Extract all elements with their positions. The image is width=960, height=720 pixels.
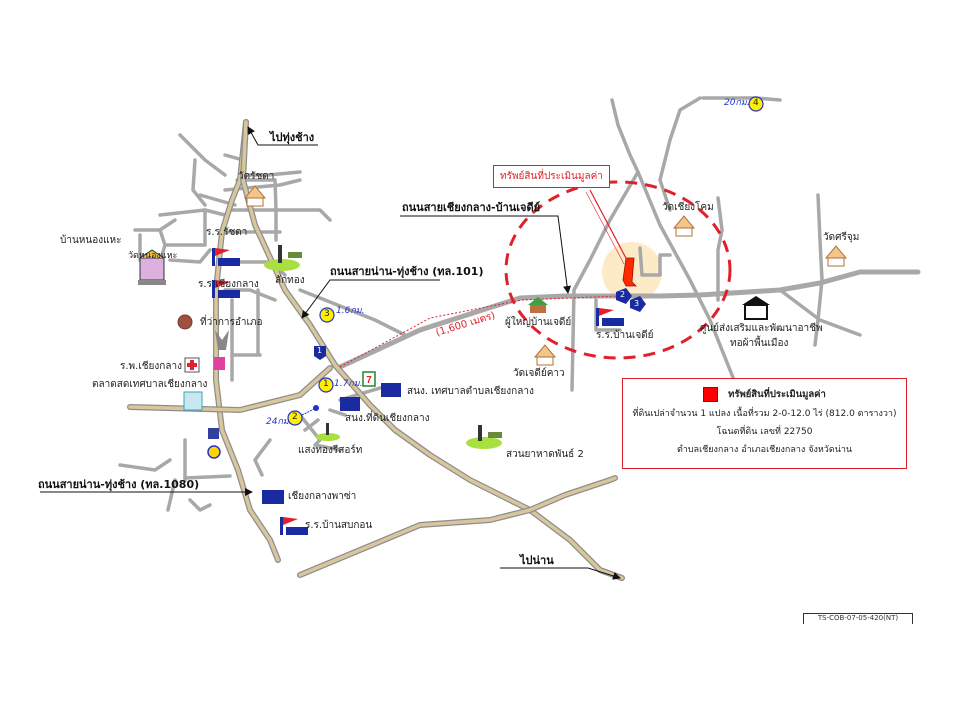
to-thung-chang-label: ไปทุ่งช้าง — [270, 131, 315, 144]
arrow-to-thung-chang — [247, 126, 270, 146]
place-district-office: ที่ว่าการอำเภอ — [200, 317, 263, 328]
marker-3-number: 3 — [324, 309, 330, 319]
place-wat-sri-yom: วัดศรีจุม — [823, 232, 860, 243]
marker-2-number: 2 — [292, 412, 298, 422]
place-village-head: ผู้ใหญ่บ้านเจดีย์ — [505, 317, 572, 328]
district-seal-icon — [177, 314, 193, 330]
ban-chedi-road — [337, 269, 921, 370]
temple-icon — [243, 185, 848, 366]
marker-2-distance: 24กม. — [266, 417, 292, 427]
garden-icon — [264, 245, 502, 449]
distance-line — [339, 295, 621, 368]
to-nan-label: ไปน่าน — [520, 554, 554, 567]
store-icon: 7 — [362, 371, 376, 387]
shield-1-number: 1 — [317, 346, 323, 355]
arrow-road-101 — [301, 279, 440, 319]
marker-1-distance: 1.7กม. — [334, 379, 363, 389]
place-municipality-office: สนง. เทศบาลตำบลเชียงกลาง — [407, 386, 534, 397]
place-wat-ratchada: วัดรัชดา — [238, 171, 275, 182]
property-legend: ทรัพย์สินที่ประเมินมูลค่า ที่ดินเปล่าจำน… — [622, 378, 907, 469]
marker-1-number: 1 — [323, 379, 329, 389]
shield-3 — [630, 296, 646, 312]
place-orchard: สวนยาหาดพันธ์ 2 — [506, 449, 584, 460]
place-school-ban-sop-kon: ร.ร.บ้านสบกอน — [305, 520, 373, 531]
ban-chedi-road-label: ถนนสายเชียงกลาง-บ้านเจดีย์ — [402, 201, 541, 214]
reference-code: TS-COB-07-05-420(NT) — [803, 613, 913, 624]
place-wat-chiang-khong: วัดเชียงโคม — [662, 202, 714, 213]
callout-leader — [589, 189, 629, 263]
shield-2-number: 2 — [620, 290, 626, 299]
shield-1 — [314, 346, 326, 360]
place-saeng-thong-resort: แสงทองรีสอร์ท — [298, 445, 363, 456]
property-callout: ทรัพย์สินที่ประเมินมูลค่า — [493, 165, 610, 188]
school-icon — [212, 248, 624, 535]
place-wat-chedi-khao: วัดเจดีย์คาว — [513, 368, 565, 379]
property-swatch — [703, 387, 719, 402]
garuda-icon — [215, 330, 229, 350]
marker-3 — [319, 307, 335, 323]
place-wat-nong-lae: วัดหนองแหะ — [128, 251, 178, 261]
property-radius-circle — [504, 180, 732, 360]
legend-line-3: ตำบลเชียงกลาง อำเภอเชียงกลาง จังหวัดน่าน — [676, 445, 853, 455]
place-school-chiang-klang: ร.ร.เชียงกลาง — [198, 279, 259, 290]
place-land-office: สนง.ที่ดินเชียงกลาง — [345, 413, 430, 424]
marker-3-distance: 1.6กม. — [336, 306, 365, 316]
arrow-to-nan — [500, 567, 621, 580]
marker-1 — [318, 377, 334, 393]
marker-4 — [748, 96, 764, 112]
place-school-ban-chedi: ร.ร.บ้านเจดีย์ — [596, 330, 654, 341]
police-icon — [208, 428, 219, 439]
place-hospital: ร.พ.เชียงกลาง — [120, 361, 182, 372]
hospital-icon — [184, 357, 200, 373]
marker-4-distance: 20กม. — [724, 98, 750, 108]
place-market: ตลาดสดเทศบาลเชียงกลาง — [92, 379, 208, 390]
house-icon — [528, 297, 548, 313]
legend-title: ทรัพย์สินที่ประเมินมูลค่า — [728, 389, 826, 400]
post-icon — [214, 357, 225, 370]
ban-chedi-side-roads — [570, 96, 862, 397]
svg-text:7: 7 — [366, 375, 372, 386]
shrine-icon — [138, 249, 166, 285]
office-icon — [262, 383, 401, 504]
place-weaving-center-line1: ศูนย์ส่งเสริมและพัฒนาอาชีพ — [700, 323, 823, 334]
shield-3-number: 3 — [634, 299, 640, 308]
road-101-label: ถนนสายน่าน-ทุ่งช้าง (ทล.101) — [330, 265, 484, 278]
legend-line-1: ที่ดินเปล่าจำนวน 1 แปลง เนื้อที่รวม 2-0-… — [632, 409, 897, 419]
shield-2 — [616, 288, 632, 304]
weaving-center-icon — [742, 296, 770, 320]
road-1080-label: ถนนสายน่าน-ทุ่งช้าง (ทล.1080) — [38, 478, 200, 491]
arrow-ban-chedi-road — [400, 215, 572, 294]
legend-line-2: โฉนดที่ดิน เลขที่ 22750 — [716, 427, 813, 437]
marker-4-number: 4 — [753, 98, 759, 108]
marker-2 — [287, 405, 319, 426]
place-weaving-center-line2: ทอผ้าพื้นเมือง — [730, 338, 789, 349]
place-ban-nong-lae: บ้านหนองแหะ — [60, 235, 122, 246]
place-chiang-klang-phatsa: เชียงกลางพาซ่า — [288, 491, 357, 502]
place-school-ratchada: ร.ร.รัชดา — [206, 227, 248, 238]
seal-icon — [207, 445, 221, 459]
place-lak-thong: ลักทอง — [275, 275, 305, 286]
property-marker — [622, 257, 637, 287]
market-icon — [183, 391, 203, 411]
